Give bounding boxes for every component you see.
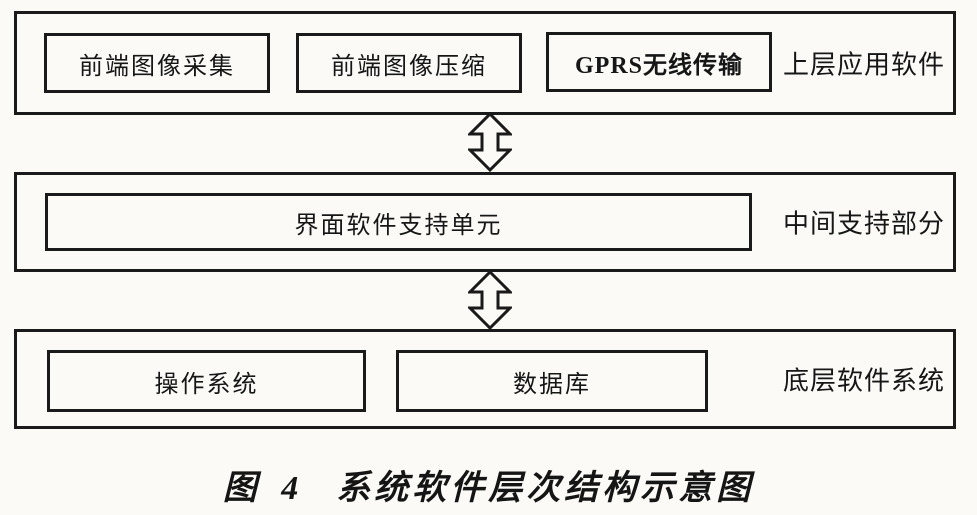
figure-caption-title: 系统软件层次结构示意图 [336, 470, 755, 507]
figure-caption-number: 图 4 [222, 470, 307, 507]
box-database: 数据库 [396, 350, 708, 412]
box-gprs-wireless-transmission: GPRS无线传输 [546, 32, 772, 92]
layer-label-top-application: 上层应用软件 [782, 50, 945, 80]
double-arrow-top-middle-icon [468, 112, 512, 172]
box-operating-system: 操作系统 [47, 350, 366, 412]
box-front-image-compression: 前端图像压缩 [296, 33, 522, 93]
layer-top-application: 前端图像采集 前端图像压缩 GPRS无线传输 上层应用软件 [14, 11, 956, 115]
box-front-image-capture: 前端图像采集 [44, 33, 270, 93]
layer-label-middle-support: 中间支持部分 [782, 209, 945, 239]
figure-caption: 图 4 系统软件层次结构示意图 [0, 460, 977, 509]
box-ui-software-support-unit: 界面软件支持单元 [45, 193, 752, 251]
layer-middle-support: 界面软件支持单元 中间支持部分 [14, 172, 956, 272]
double-arrow-middle-bottom-icon [468, 270, 512, 330]
layer-label-bottom-base-software: 底层软件系统 [782, 366, 945, 396]
layer-bottom-base-software: 操作系统 数据库 底层软件系统 [14, 329, 956, 429]
